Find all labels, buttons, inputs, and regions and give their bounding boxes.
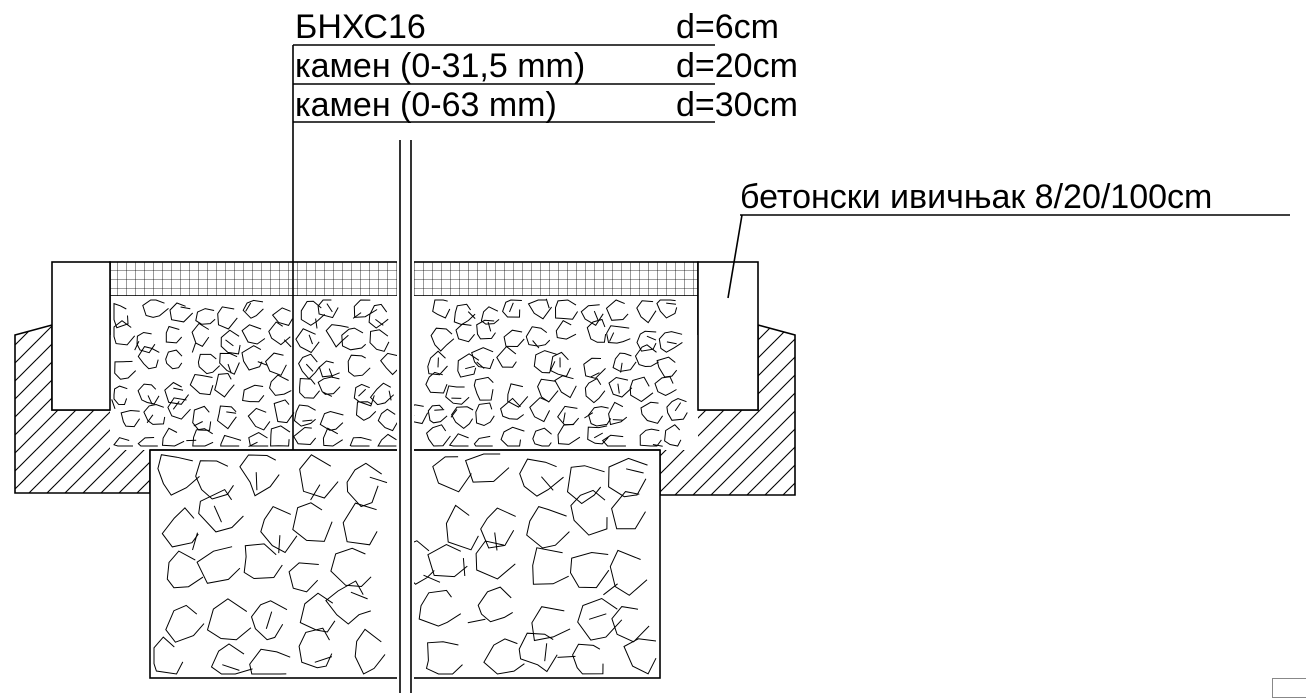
left-curb [52,262,110,410]
layer-2-thickness: d=20cm [676,47,798,85]
curb-label: бетонски ивичњак 8/20/100cm [740,178,1212,216]
layer-1-thickness: d=6cm [676,8,779,46]
aggregate-stroke [613,420,623,421]
aggregate-stroke [256,472,257,490]
right-curb [698,262,758,410]
break-line [397,140,414,693]
aggregate-stroke [434,410,444,411]
layer-3-thickness: d=30cm [676,86,798,124]
layer-1-name: БНХС16 [295,8,426,46]
layer-3-name: камен (0-63 mm) [295,86,557,124]
corner-indicator [1272,678,1306,698]
layer-2-name: камен (0-31,5 mm) [295,47,585,85]
